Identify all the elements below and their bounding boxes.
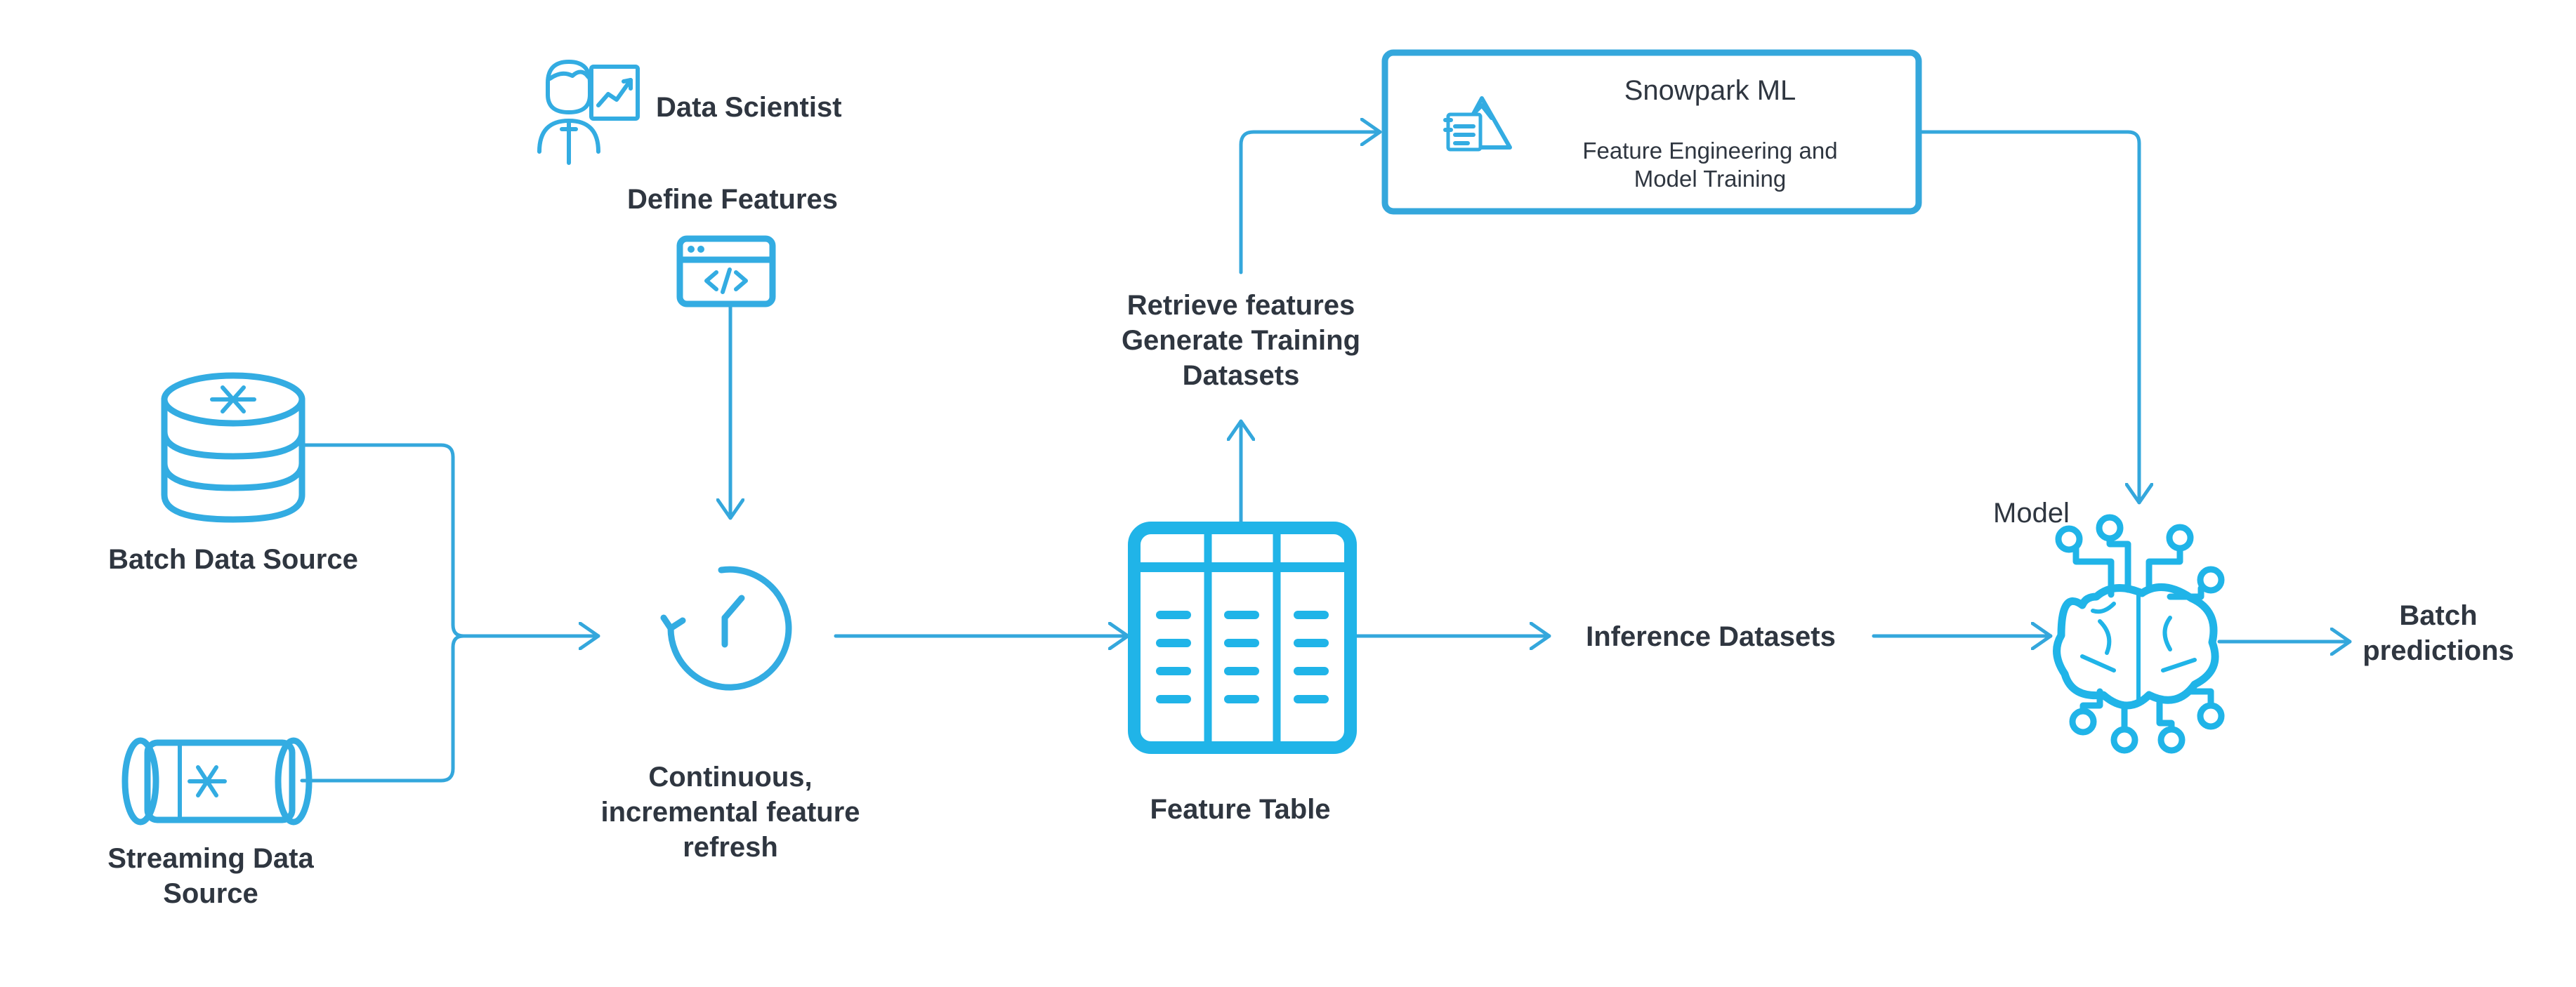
snowpark-to-model-arrow [1919, 130, 2139, 505]
code-window-icon [676, 235, 776, 307]
refresh-label-line1: Continuous, [648, 762, 812, 793]
retrieve-label-line2: Generate Training [1122, 325, 1360, 356]
retrieve-label-line1: Retrieve features [1127, 290, 1355, 321]
refresh-node: Continuous, incremental feature refresh [600, 566, 860, 863]
data-scientist-label: Data Scientist [656, 92, 842, 123]
streaming-data-source-label-line1: Streaming Data [107, 843, 314, 874]
snowpark-ml-node: Snowpark ML Feature Engineering and Mode… [1381, 49, 1922, 215]
model-node: Model [1993, 498, 2225, 754]
streaming-connector [300, 634, 466, 783]
connectors [300, 130, 2352, 783]
define-features-label: Define Features [627, 184, 838, 215]
inference-datasets-node: Inference Datasets [1586, 621, 1836, 652]
streaming-data-source-label-line2: Source [163, 878, 258, 909]
feature-table-label: Feature Table [1150, 794, 1330, 825]
brain-circuit-icon [2053, 514, 2225, 754]
inference-datasets-label: Inference Datasets [1586, 621, 1836, 652]
feature-table-node: Feature Table [1128, 522, 1357, 825]
batch-connector [300, 443, 466, 638]
refresh-label-line3: refresh [683, 832, 778, 863]
table-icon [1128, 522, 1357, 754]
snowpark-ml-subtitle-line1: Feature Engineering and [1582, 138, 1837, 164]
retrieve-to-snowpark-arrow [1239, 132, 1382, 274]
data-scientist-node: Data Scientist [537, 60, 842, 165]
batch-predictions-label-line1: Batch [2399, 600, 2477, 631]
pipe-snowflake-icon [121, 737, 313, 826]
streaming-data-source-node: Streaming Data Source [107, 737, 314, 909]
snowpark-notebook-icon [1443, 96, 1512, 152]
presenter-chart-icon [537, 60, 640, 165]
retrieve-features-node: Retrieve features Generate Training Data… [1122, 290, 1360, 391]
refresh-label-line2: incremental feature [600, 797, 860, 828]
database-snowflake-icon [161, 372, 305, 523]
retrieve-label-line3: Datasets [1183, 360, 1300, 391]
batch-data-source-node: Batch Data Source [108, 372, 358, 575]
define-features-node: Define Features [627, 184, 838, 307]
batch-data-source-label: Batch Data Source [108, 544, 358, 575]
model-label: Model [1993, 498, 2070, 529]
batch-predictions-node: Batch predictions [2363, 600, 2514, 666]
snowpark-ml-title: Snowpark ML [1624, 75, 1796, 106]
refresh-clock-icon [660, 566, 792, 691]
snowpark-ml-box [1381, 49, 1922, 215]
snowpark-ml-subtitle-line2: Model Training [1634, 166, 1786, 192]
batch-predictions-label-line2: predictions [2363, 635, 2514, 666]
